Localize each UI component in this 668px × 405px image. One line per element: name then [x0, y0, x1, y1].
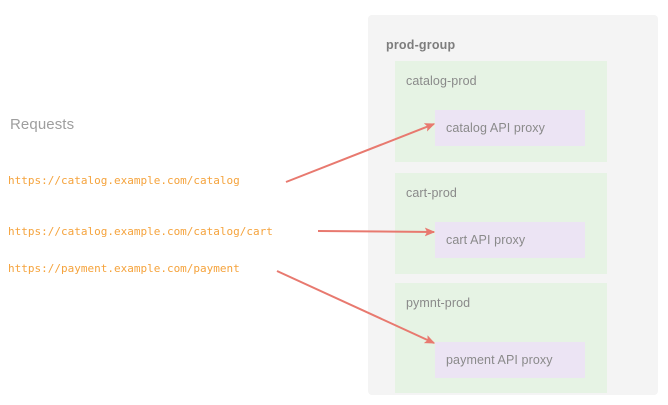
- subgroup-title-pymnt-prod: pymnt-prod: [406, 296, 471, 310]
- request-url-payment: https://payment.example.com/payment: [8, 262, 240, 275]
- request-url-catalog: https://catalog.example.com/catalog: [8, 174, 240, 187]
- subgroup-catalog-prod: catalog-prod catalog API proxy: [395, 61, 607, 162]
- subgroup-pymnt-prod: pymnt-prod payment API proxy: [395, 283, 607, 393]
- prod-group-container: prod-group catalog-prod catalog API prox…: [368, 15, 658, 395]
- subgroup-title-cart-prod: cart-prod: [406, 186, 457, 200]
- proxy-label-payment: payment API proxy: [446, 353, 553, 367]
- proxy-box-payment: payment API proxy: [435, 342, 585, 378]
- proxy-label-cart: cart API proxy: [446, 233, 526, 247]
- subgroup-cart-prod: cart-prod cart API proxy: [395, 173, 607, 274]
- subgroup-title-catalog-prod: catalog-prod: [406, 74, 477, 88]
- requests-heading: Requests: [10, 116, 75, 133]
- proxy-label-catalog: catalog API proxy: [446, 121, 545, 135]
- proxy-box-cart: cart API proxy: [435, 222, 585, 258]
- prod-group-title: prod-group: [386, 38, 456, 52]
- request-url-cart: https://catalog.example.com/catalog/cart: [8, 225, 273, 238]
- proxy-box-catalog: catalog API proxy: [435, 110, 585, 146]
